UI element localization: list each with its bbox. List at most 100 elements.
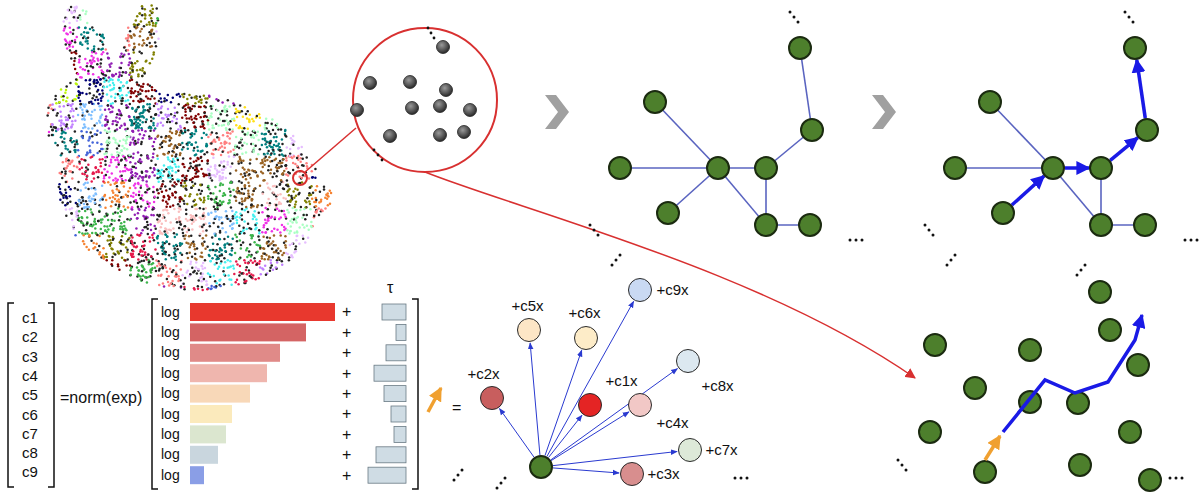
cloud-point xyxy=(83,31,86,34)
cloud-point xyxy=(81,43,84,46)
cloud-point xyxy=(131,108,134,111)
cloud-point xyxy=(169,268,172,271)
cloud-point xyxy=(75,83,78,86)
cloud-point xyxy=(179,244,182,247)
cloud-point xyxy=(90,211,93,214)
cloud-point xyxy=(125,104,128,107)
cloud-point xyxy=(105,152,108,155)
cloud-point xyxy=(152,214,155,217)
cloud-point xyxy=(100,53,103,56)
cloud-point xyxy=(238,180,241,183)
cloud-point xyxy=(146,221,149,224)
cloud-point xyxy=(219,200,222,203)
cloud-point xyxy=(279,250,282,253)
cloud-point xyxy=(165,168,168,171)
cloud-point xyxy=(136,69,139,72)
cloud-point xyxy=(155,113,158,116)
cloud-point xyxy=(244,174,247,177)
cloud-point xyxy=(129,136,132,139)
cloud-point xyxy=(111,123,114,126)
cloud-point xyxy=(199,197,202,200)
cloud-point xyxy=(145,90,148,93)
cloud-point xyxy=(156,17,159,20)
cloud-point xyxy=(119,89,122,92)
cloud-point xyxy=(113,130,116,133)
cloud-point xyxy=(159,111,162,114)
cloud-point xyxy=(291,139,294,142)
cloud-point xyxy=(99,83,102,86)
cloud-point xyxy=(174,112,177,115)
cloud-point xyxy=(232,217,235,220)
cloud-point xyxy=(258,232,261,235)
cloud-point xyxy=(162,209,165,212)
cloud-point xyxy=(78,26,81,29)
cloud-point xyxy=(79,18,82,21)
cloud-point xyxy=(238,274,241,277)
cloud-point xyxy=(168,135,171,138)
cloud-point xyxy=(198,164,201,167)
cloud-point xyxy=(284,164,287,167)
cloud-point xyxy=(250,259,253,262)
cloud-point xyxy=(212,222,215,225)
cloud-point xyxy=(144,109,147,112)
cloud-point xyxy=(292,162,295,165)
cloud-point xyxy=(153,225,156,228)
cloud-point xyxy=(85,206,88,209)
cloud-point xyxy=(181,198,184,201)
cloud-point xyxy=(123,185,126,188)
cloud-point xyxy=(269,142,272,145)
cloud-point xyxy=(200,184,203,187)
cloud-point xyxy=(59,111,62,114)
cloud-point xyxy=(183,182,186,185)
cloud-point xyxy=(116,121,119,124)
cloud-point xyxy=(235,260,238,263)
cloud-point xyxy=(129,141,132,144)
cloud-point xyxy=(127,87,130,90)
cloud-point xyxy=(288,188,291,191)
cloud-point xyxy=(131,236,134,239)
cloud-point xyxy=(317,207,320,210)
cloud-point xyxy=(208,95,211,98)
cloud-point xyxy=(225,251,228,254)
cloud-point xyxy=(215,122,218,125)
cloud-point xyxy=(130,195,133,198)
cloud-point xyxy=(160,111,163,114)
cloud-point xyxy=(95,193,98,196)
cloud-point xyxy=(311,197,314,200)
cloud-point xyxy=(84,210,87,213)
cloud-point xyxy=(216,243,219,246)
cloud-point xyxy=(160,274,163,277)
cloud-point xyxy=(153,33,156,36)
cloud-point xyxy=(186,231,189,234)
cloud-point xyxy=(110,95,113,98)
cloud-point xyxy=(145,271,148,274)
cloud-point xyxy=(243,172,246,175)
cloud-point xyxy=(223,273,226,276)
cloud-point xyxy=(187,169,190,172)
cloud-point xyxy=(214,234,217,237)
cloud-point xyxy=(283,170,286,173)
cloud-point xyxy=(104,160,107,163)
cloud-point xyxy=(75,82,78,85)
cloud-point xyxy=(157,192,160,195)
cloud-point xyxy=(145,121,148,124)
cloud-point xyxy=(281,224,284,227)
cloud-point xyxy=(97,169,100,172)
cloud-point xyxy=(108,142,111,145)
cloud-point xyxy=(233,273,236,276)
cloud-point xyxy=(62,196,65,199)
cloud-point xyxy=(84,233,87,236)
cloud-point xyxy=(241,208,244,211)
cloud-point xyxy=(259,148,262,151)
cloud-point xyxy=(134,140,137,143)
cloud-point xyxy=(133,46,136,49)
cloud-point xyxy=(80,130,83,133)
cloud-point xyxy=(79,106,82,109)
cloud-point xyxy=(132,192,135,195)
cloud-point xyxy=(137,258,140,261)
cloud-point xyxy=(164,137,167,140)
cloud-point xyxy=(216,208,219,211)
cloud-point xyxy=(245,178,248,181)
cloud-point xyxy=(289,230,292,233)
cloud-point xyxy=(92,194,95,197)
